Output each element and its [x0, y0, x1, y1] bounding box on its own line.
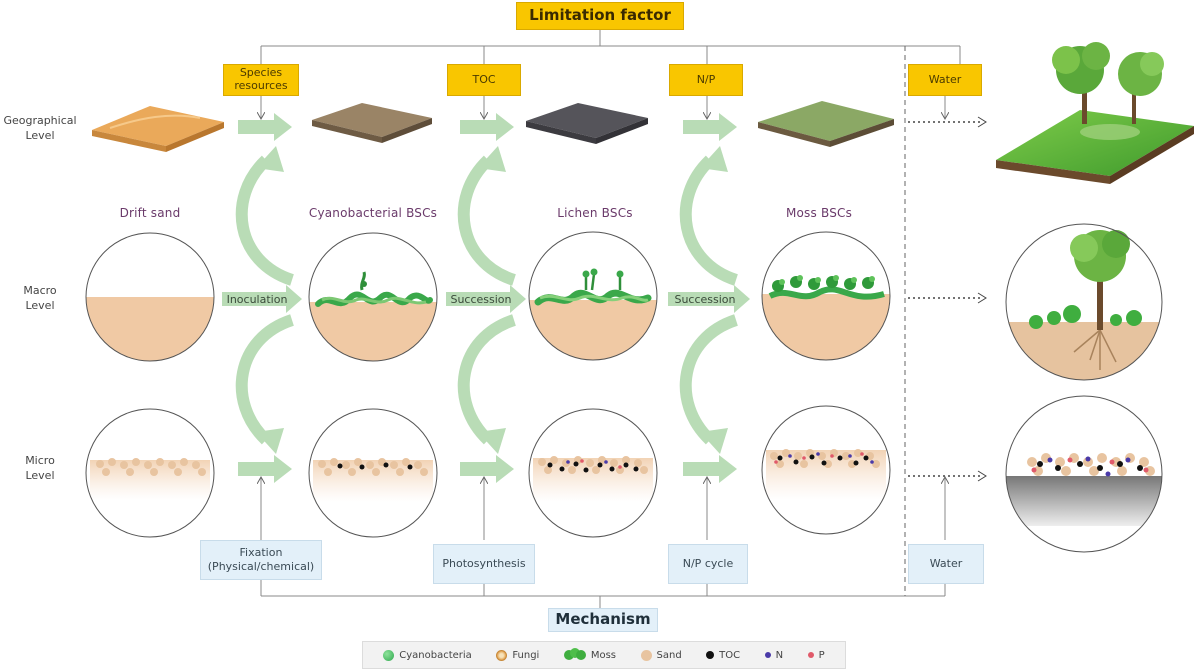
moss-icon — [563, 647, 586, 664]
stage-moss: Moss BSCs — [785, 206, 853, 220]
factor-toc: TOC — [447, 64, 521, 96]
macro-cyanobacterial — [308, 232, 438, 362]
legend-label-moss: Moss — [590, 649, 616, 661]
legend-item-n: N — [764, 649, 784, 661]
tile-forest — [996, 42, 1194, 184]
legend-item-moss: Moss — [563, 647, 616, 664]
macro-lichen — [528, 231, 658, 361]
micro-moss — [761, 405, 891, 535]
mechanism-np-cycle: N/P cycle — [668, 544, 748, 584]
legend-label-n: N — [775, 649, 784, 661]
legend-item-fungi: Fungi — [496, 649, 540, 661]
legend-label-toc: TOC — [719, 649, 741, 661]
macro-forest — [1005, 223, 1163, 381]
transition-succession-1: Succession — [450, 293, 512, 306]
limitation-factor-title: Limitation factor — [516, 2, 684, 30]
legend-label-p: P — [818, 649, 825, 661]
tile-drift-sand — [92, 106, 224, 152]
n-icon — [764, 652, 771, 658]
mechanism-water: Water — [908, 544, 984, 584]
macro-drift-sand — [85, 232, 215, 362]
mechanism-fixation: Fixation (Physical/chemical) — [200, 540, 322, 580]
cyanobacteria-icon — [383, 649, 395, 661]
transition-inoculation: Inoculation — [226, 293, 288, 306]
factor-np: N/P — [669, 64, 743, 96]
toc-icon — [706, 651, 715, 659]
legend-item-sand: Sand — [640, 649, 682, 661]
limitation-bracket — [261, 30, 961, 118]
macro-moss — [761, 231, 891, 361]
legend-item-p: P — [807, 649, 825, 661]
stage-drift-sand: Drift sand — [119, 206, 181, 220]
micro-drift-sand — [85, 408, 215, 538]
legend: Cyanobacteria Fungi Moss Sand TOC N P — [362, 641, 846, 669]
mechanism-title: Mechanism — [548, 608, 658, 632]
green-curved-arrows — [235, 155, 739, 445]
micro-forest — [1005, 395, 1163, 553]
factor-species-resources: Species resources — [223, 64, 299, 96]
tile-moss — [758, 101, 894, 147]
micro-lichen — [528, 408, 658, 538]
factor-water: Water — [908, 64, 982, 96]
dotted-arrows — [908, 121, 982, 477]
micro-cyanobacterial — [308, 408, 438, 538]
mechanism-bracket — [261, 478, 945, 608]
row-label-micro: Micro Level — [25, 454, 55, 482]
mechanism-photosynthesis: Photosynthesis — [433, 544, 535, 584]
legend-item-toc: TOC — [706, 650, 740, 661]
tile-cyanobacterial — [312, 103, 432, 143]
stage-lichen: Lichen BSCs — [557, 206, 633, 220]
fungi-icon — [496, 649, 508, 661]
green-horizontal-arrows — [222, 113, 750, 483]
sand-icon — [640, 649, 652, 661]
row-label-macro: Macro Level — [23, 284, 57, 312]
legend-label-sand: Sand — [656, 649, 682, 661]
tile-lichen — [526, 103, 648, 144]
row-label-geographical: Geographical Level — [3, 114, 77, 142]
transition-succession-2: Succession — [674, 293, 736, 306]
stage-cyanobacterial: Cyanobacterial BSCs — [308, 206, 438, 220]
p-icon — [807, 652, 814, 658]
legend-item-cyanobacteria: Cyanobacteria — [383, 649, 472, 661]
legend-label-fungi: Fungi — [512, 649, 540, 661]
legend-label-cyanobacteria: Cyanobacteria — [399, 649, 472, 661]
